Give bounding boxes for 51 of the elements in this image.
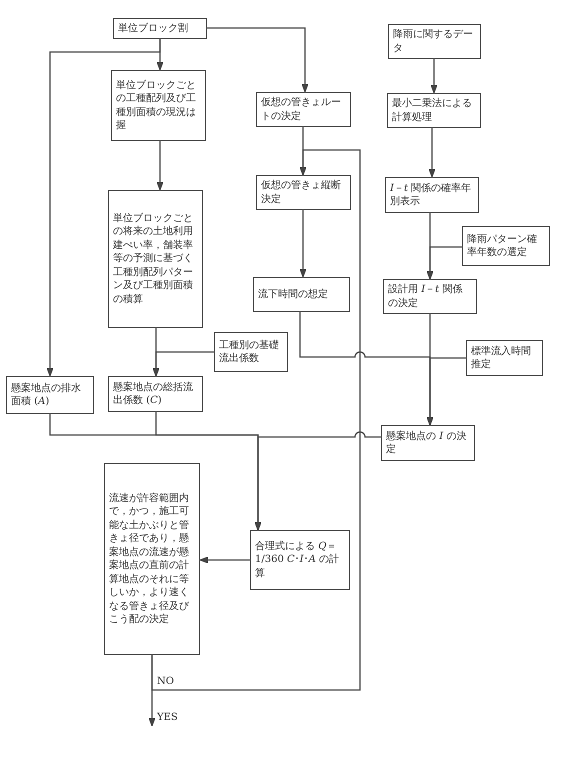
flow-arrow (200, 556, 250, 564)
process-box (387, 93, 481, 128)
flow-arrow (426, 357, 466, 426)
box-text: 降雨に関するデータ (393, 28, 474, 55)
box-text: 単位ブロックごとの工種配列及び工種別面積の現況は握 (116, 78, 197, 132)
box-text: 合理式による Q＝1/360 C･I･A の計算 (255, 540, 340, 580)
box-text: 単位ブロックごとの将来の土地利用建ぺい率，舗装率等の予測に基づく工種別配列パターン及び工種別面積の積算 (113, 212, 194, 306)
box-text: 標準流入時間推定 (471, 344, 532, 372)
flow-arrow (254, 431, 381, 530)
box-text: 仮想の管きょ縦断決定 (261, 179, 342, 206)
box-text: 流下時間の想定 (258, 288, 329, 302)
process-box (214, 332, 288, 372)
process-box (250, 530, 350, 590)
flow-arrow (152, 351, 214, 376)
process-box (111, 70, 206, 141)
flow-arrow (430, 59, 438, 94)
process-box (466, 340, 543, 376)
process-box (108, 376, 203, 412)
process-box (385, 177, 479, 213)
process-box (256, 175, 351, 210)
box-text: 工種別の基礎流出係数 (219, 338, 280, 366)
box-text: 懸案地点の排水面積 (A) (11, 382, 82, 408)
edge-label: YES (156, 712, 179, 723)
process-box (108, 190, 203, 328)
box-text: 流速が許容範囲内で，かつ，施工可能な土かぶりと管きょ径であり，懸案地点の流速が懸案地点の直前の計算地点のそれに等しいか，より速くなる管きょ径及びこう配の決定 (109, 492, 190, 626)
flow-arrow (151, 149, 361, 691)
process-box (462, 226, 550, 266)
flow-arrow (156, 141, 164, 190)
flow-arrow (148, 655, 156, 726)
process-box (253, 277, 350, 312)
flow-arrow (426, 246, 462, 280)
box-text: 仮想の管きょルートの決定 (261, 96, 342, 123)
box-text: 単位ブロック割 (118, 22, 189, 36)
box-text: 最小二乗法による計算処理 (392, 97, 473, 124)
process-box (104, 463, 200, 655)
process-box (383, 279, 477, 314)
box-text: 懸案地点の I の決定 (386, 430, 468, 456)
process-box (381, 425, 475, 461)
flow-arrow (428, 128, 436, 178)
box-text: 懸案地点の総括流出係数 (C) (113, 380, 194, 408)
process-box (388, 24, 481, 59)
box-text: I－t 関係の確率年別表示 (390, 182, 472, 208)
process-box (113, 18, 207, 39)
box-text: 設計用 I－t 関係の決定 (388, 283, 464, 310)
box-text: 降雨パターン確率年数の選定 (467, 232, 538, 260)
process-box (6, 376, 94, 414)
flow-arrow (300, 210, 306, 278)
process-box (256, 92, 351, 127)
edge-label: NO (156, 676, 175, 687)
flow-arrow (46, 39, 161, 376)
flow-arrow (207, 27, 308, 92)
